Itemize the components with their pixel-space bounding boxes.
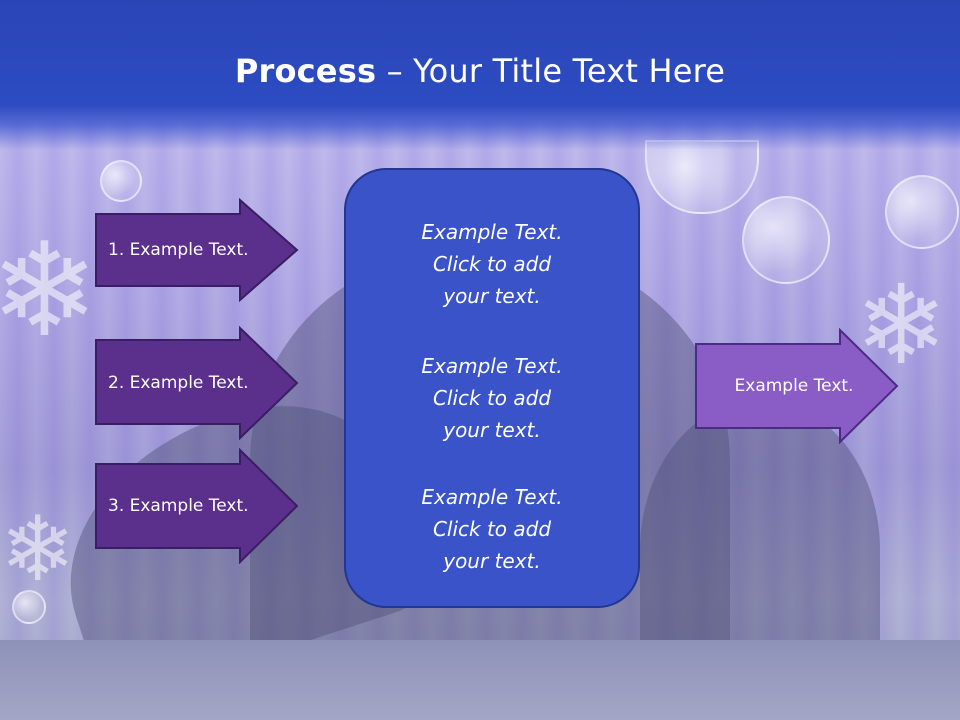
bubble-icon [100, 160, 142, 202]
step-arrow-1[interactable]: 1. Example Text. [94, 198, 300, 302]
slide-title[interactable]: Process – Your Title Text Here [0, 52, 960, 90]
panel-line: your text. [443, 284, 541, 308]
panel-line: Example Text. [421, 354, 563, 378]
panel-line: Click to add [432, 517, 552, 541]
bubble-icon [12, 590, 46, 624]
output-label: Example Text. [734, 376, 854, 396]
step-label-2: 2. Example Text. [108, 373, 249, 393]
snowflake-icon: ❄ [0, 497, 76, 602]
panel-line: Click to add [432, 252, 552, 276]
center-text-panel[interactable]: Example Text. Click to add your text. Ex… [344, 168, 640, 608]
panel-line: your text. [443, 418, 541, 442]
title-bold: Process [234, 52, 377, 90]
panel-text-block-1[interactable]: Example Text. Click to add your text. [346, 216, 638, 312]
step-label-3: 3. Example Text. [108, 496, 249, 516]
title-bar [0, 0, 960, 150]
panel-line: Example Text. [421, 485, 563, 509]
arrow-shape [95, 448, 299, 564]
arrow-shape [95, 326, 299, 440]
step-arrow-2[interactable]: 2. Example Text. [94, 326, 300, 440]
panel-line: your text. [443, 549, 541, 573]
step-arrow-3[interactable]: 3. Example Text. [94, 448, 300, 564]
arrow-shape [95, 198, 299, 302]
output-arrow[interactable]: Example Text. [694, 328, 900, 444]
title-rest: – Your Title Text Here [376, 52, 726, 90]
panel-line: Example Text. [421, 220, 563, 244]
panel-text-block-2[interactable]: Example Text. Click to add your text. [346, 350, 638, 446]
bubble-icon [742, 196, 830, 284]
snowflake-icon: ❄ [0, 214, 99, 366]
step-label-1: 1. Example Text. [108, 240, 249, 260]
panel-text-block-3[interactable]: Example Text. Click to add your text. [346, 481, 638, 577]
panel-line: Click to add [432, 386, 552, 410]
bubble-icon [885, 175, 959, 249]
background-floor [0, 640, 960, 720]
arrow-shape [695, 328, 899, 444]
